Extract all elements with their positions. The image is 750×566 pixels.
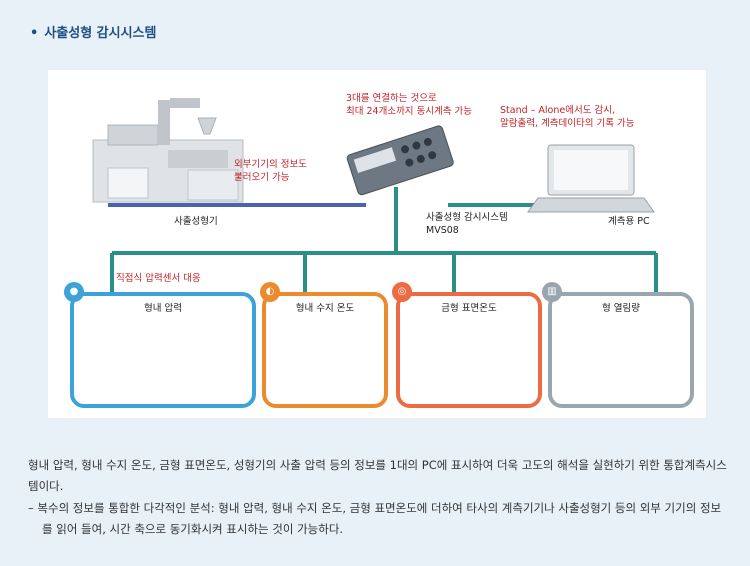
mvs08-device-illustration	[346, 125, 454, 196]
standalone-note-line2: 알람출력, 계측데이타의 기록 가능	[500, 118, 635, 129]
system-label-line2: MVS08	[426, 225, 459, 236]
panel-mold-pressure: 형내 압력	[70, 292, 256, 408]
panel-mold-opening: 형 열림량	[548, 292, 694, 408]
system-label: 사출성형 감시시스템 MVS08	[426, 211, 508, 237]
external-note-line1: 외부기기의 정보도	[234, 159, 307, 170]
laptop-illustration	[527, 144, 655, 213]
standalone-note: Stand – Alone에서도 감시, 알람출력, 계측데이타의 기록 가능	[500, 104, 634, 130]
connect-note: 3대를 연결하는 것으로 최대 24개소까지 동시계측 가능	[346, 92, 472, 118]
injection-machine-label: 사출성형기	[174, 216, 218, 227]
panel-title: 형 열림량	[602, 303, 640, 314]
injection-machine-illustration	[92, 98, 244, 203]
panel-resin-temperature: 형내 수지 온도	[262, 292, 388, 408]
panel-title: 형내 수지 온도	[295, 303, 355, 314]
direct-sensor-note: 직접식 압력센서 대응	[116, 273, 201, 284]
description: 형내 압력, 형내 수지 온도, 금형 표면온도, 성형기의 사출 압력 등의 …	[28, 455, 728, 540]
diagram-graphics	[89, 98, 678, 388]
description-paragraph-1: 형내 압력, 형내 수지 온도, 금형 표면온도, 성형기의 사출 압력 등의 …	[28, 458, 727, 493]
system-label-line1: 사출성형 감시시스템	[426, 212, 508, 223]
panel-surface-temperature: 금형 표면온도	[396, 292, 542, 408]
temperature-icon: ◐	[260, 282, 280, 302]
title-bullet: •	[30, 26, 39, 41]
external-note: 외부기기의 정보도 불러오기 가능	[234, 158, 307, 184]
page-title-text: 사출성형 감시시스템	[44, 26, 157, 41]
page-title: • 사출성형 감시시스템	[30, 22, 156, 41]
pressure-icon: ●	[64, 282, 84, 302]
panel-title: 형내 압력	[144, 303, 182, 314]
external-note-line2: 불러오기 가능	[234, 172, 290, 183]
standalone-note-line1: Stand – Alone에서도 감시,	[500, 105, 615, 116]
surface-temp-icon: ◎	[392, 282, 412, 302]
panel-title: 금형 표면온도	[441, 303, 497, 314]
pc-label: 계측용 PC	[608, 216, 650, 227]
system-diagram: 3대를 연결하는 것으로 최대 24개소까지 동시계측 가능 Stand – A…	[48, 70, 706, 418]
connect-note-line1: 3대를 연결하는 것으로	[346, 93, 437, 104]
connect-note-line2: 최대 24개소까지 동시계측 가능	[346, 106, 473, 117]
description-paragraph-2: – 복수의 정보를 통합한 다각적인 분석: 형내 압력, 형내 수지 온도, …	[28, 501, 722, 536]
opening-icon: ▥	[542, 282, 562, 302]
